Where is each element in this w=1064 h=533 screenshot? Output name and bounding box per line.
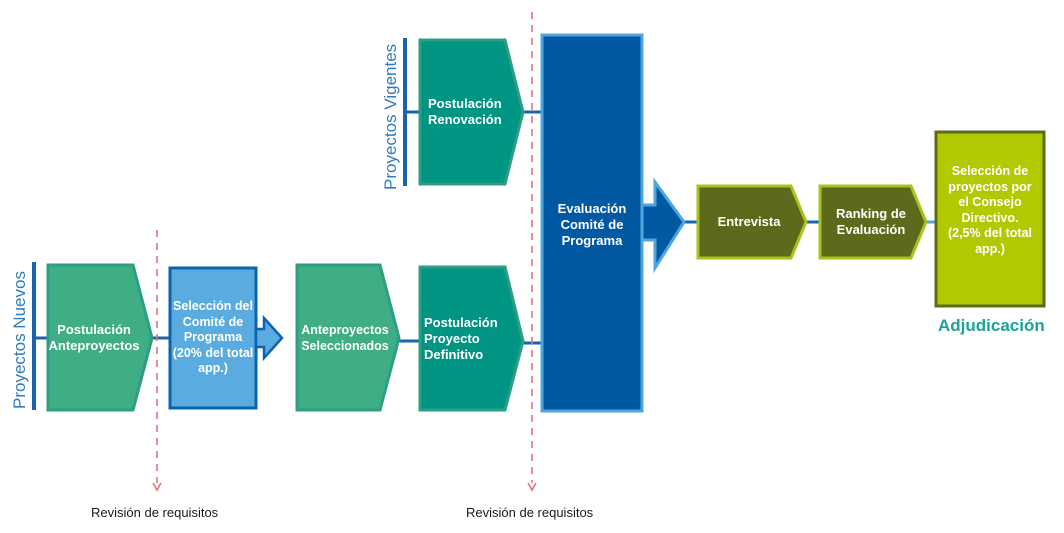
node-entrevista-label: Entrevista <box>717 214 781 229</box>
node-evaluacion-comite-shape <box>540 33 644 413</box>
node-seleccion-comite-shape <box>168 266 258 410</box>
outcome-adjudicacion: Adjudicación <box>938 316 1045 335</box>
node-postulacion-renovacion-shape <box>418 38 525 186</box>
node-postulacion-renovacion-label: Postulación Renovación <box>428 96 502 127</box>
node-anteproyectos-seleccionados-shape <box>295 263 401 412</box>
node-ranking-label: Ranking de Evaluación <box>835 206 907 237</box>
review-marker-1-arrow <box>152 482 162 492</box>
arrow-seleccion-to-anteproyectos <box>254 314 284 362</box>
node-seleccion-comite-label: Selección del Comité de Programa (20% de… <box>172 299 254 376</box>
node-entrevista-shape <box>696 184 808 260</box>
node-seleccion-consejo-label: Selección de proyectos por el Consejo Di… <box>947 164 1033 256</box>
node-anteproyectos-seleccionados-label: Anteproyectos Seleccionados <box>301 323 389 353</box>
group-label-nuevos: Proyectos Nuevos <box>10 271 29 409</box>
node-seleccion-consejo-shape <box>934 130 1046 308</box>
arrow-evaluacion-to-entrevista <box>640 177 686 274</box>
caption-revision-2: Revisión de requisitos <box>466 505 594 520</box>
node-evaluacion-comite-label: Evaluación Comité de Programa <box>557 201 627 248</box>
node-postulacion-anteproyectos-label: Postulación Anteproyectos <box>48 322 140 353</box>
node-postulacion-definitivo-label: Postulación Proyecto Definitivo <box>424 315 498 362</box>
node-ranking-shape <box>818 184 928 260</box>
review-marker-2-arrow <box>527 482 537 492</box>
node-postulacion-definitivo-shape <box>418 265 525 412</box>
caption-revision-1: Revisión de requisitos <box>91 505 219 520</box>
group-label-vigentes: Proyectos Vigentes <box>381 43 400 190</box>
node-postulacion-anteproyectos-shape <box>46 263 154 412</box>
